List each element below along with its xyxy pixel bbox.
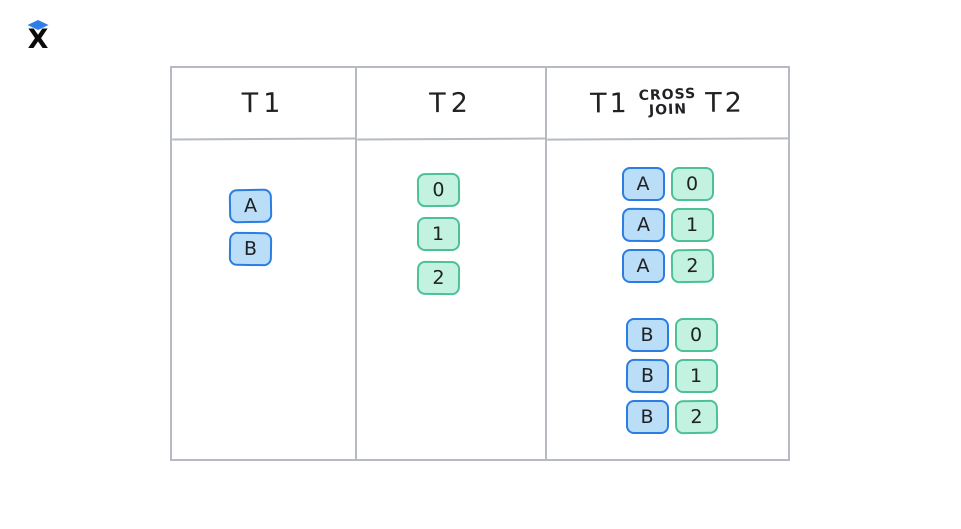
t2-value-chip: 2 xyxy=(416,260,460,296)
pair-right-chip: 2 xyxy=(674,399,718,435)
graduation-cap-icon xyxy=(27,20,49,30)
pair-left-chip: A xyxy=(621,167,665,201)
pair-right-chip: 1 xyxy=(670,208,714,242)
cross-keyword-bottom: JOIN xyxy=(648,101,688,119)
result-pair: B 0 xyxy=(625,318,718,352)
result-pair: B 1 xyxy=(625,358,718,394)
column-header-t2: T2 xyxy=(356,67,546,141)
pair-left-chip: B xyxy=(625,318,669,352)
hexlet-logo: X xyxy=(25,20,51,53)
cross-header-t2: T2 xyxy=(705,87,745,119)
pair-left-chip: B xyxy=(625,358,669,394)
column-cross-join: T1 CROSS JOIN T2 A 0 A 1 A 2 xyxy=(545,67,789,459)
pair-left-chip: A xyxy=(621,249,665,283)
t1-value-chip: A xyxy=(228,188,273,224)
result-pair: A 2 xyxy=(621,248,714,284)
pair-right-chip: 0 xyxy=(674,318,718,352)
result-pair: B 2 xyxy=(625,399,718,435)
column-cross-body: A 0 A 1 A 2 B 0 B 1 xyxy=(547,140,788,459)
pair-left-chip: B xyxy=(625,400,669,434)
cross-header-t1: T1 xyxy=(589,87,630,119)
column-t2: T2 0 1 2 xyxy=(355,67,546,459)
column-header-cross-join: T1 CROSS JOIN T2 xyxy=(546,67,789,141)
pair-group-b: B 0 B 1 B 2 xyxy=(625,318,718,435)
column-t2-body: 0 1 2 xyxy=(344,140,532,459)
pair-group-a: A 0 A 1 A 2 xyxy=(621,167,714,284)
pair-right-chip: 0 xyxy=(670,167,714,201)
pair-right-chip: 2 xyxy=(670,248,714,284)
column-header-t1: T1 xyxy=(171,67,356,141)
result-pair: A 0 xyxy=(621,167,714,201)
t2-value-chip: 0 xyxy=(416,172,460,208)
column-t1-body: A B xyxy=(159,140,342,459)
column-t1: T1 A B xyxy=(171,67,356,459)
t2-value-chip: 1 xyxy=(416,217,460,251)
pair-left-chip: A xyxy=(621,207,665,243)
logo-letter: X xyxy=(27,24,49,55)
cross-join-keyword: CROSS JOIN xyxy=(638,86,697,119)
t1-value-chip: B xyxy=(228,231,273,267)
result-pair: A 1 xyxy=(621,207,714,243)
pair-right-chip: 1 xyxy=(674,359,718,393)
cross-join-diagram-table: T1 A B T2 0 1 2 T1 CROSS JOIN T2 A xyxy=(170,66,790,461)
